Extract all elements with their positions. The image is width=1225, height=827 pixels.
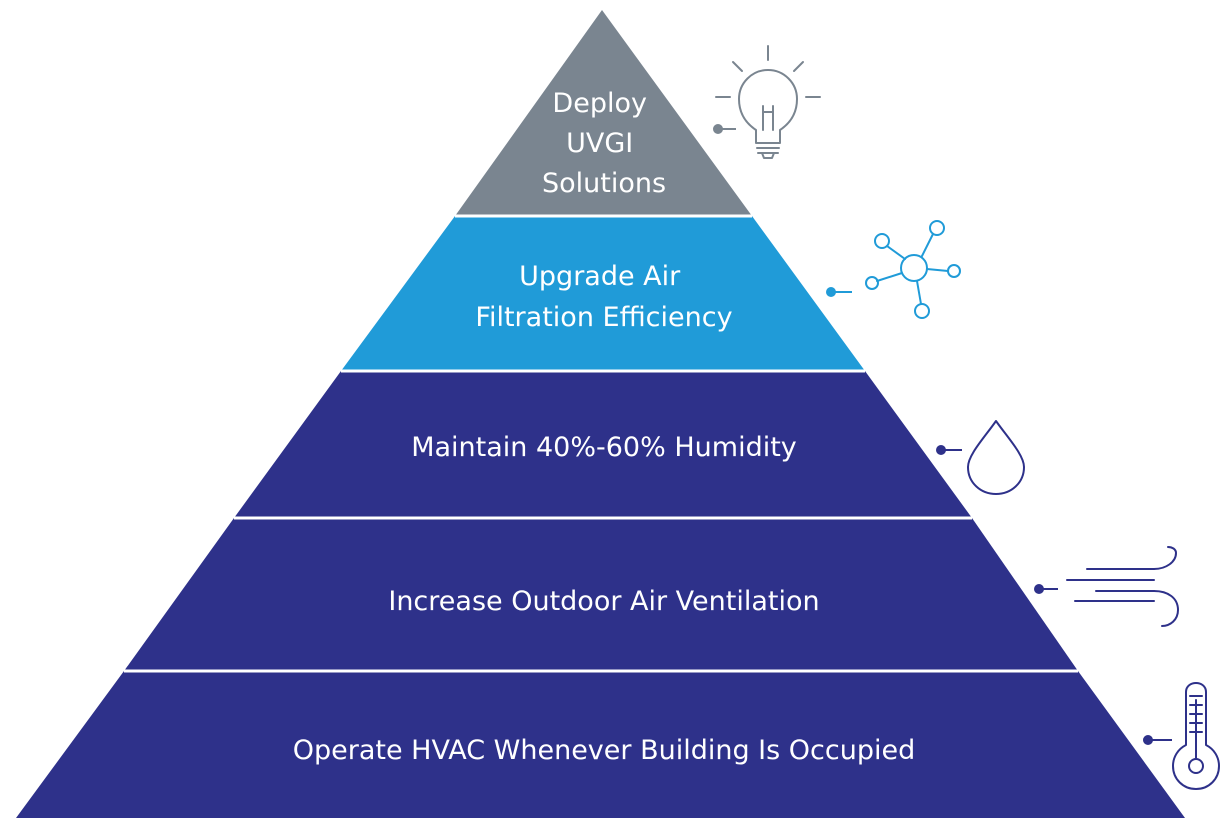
lightbulb-icon [715,45,821,159]
tier-2-line-2: Filtration Efficiency [475,302,732,333]
tier-4-label: Increase Outdoor Air Ventilation [388,586,819,617]
thermometer-icon [1172,682,1220,790]
tier-1-label: Deploy UVGI Solutions [542,88,666,199]
tier-3-connector [936,445,962,455]
tier-3-label: Maintain 40%-60% Humidity [411,432,797,463]
wind-icon [1066,546,1179,627]
tier-5-line-1: Operate HVAC Whenever Building Is Occupi… [293,735,916,766]
tier-4-shape [124,518,1078,671]
water-drop-icon [967,420,1025,495]
tier-labels: Deploy UVGI Solutions Upgrade Air Filtra… [293,88,916,766]
tier-2-line-1: Upgrade Air [519,261,681,292]
tier-5-label: Operate HVAC Whenever Building Is Occupi… [293,735,916,766]
tier-2-label: Upgrade Air Filtration Efficiency [475,261,732,333]
tier-2-connector [826,287,852,297]
tier-1-line-2: UVGI [566,128,633,159]
molecule-icon [865,220,961,319]
tier-1-line-3: Solutions [542,168,666,199]
tier-5-connector [1143,735,1172,745]
tier-1-connector [713,124,736,134]
connectors [713,124,1172,745]
tier-3-line-1: Maintain 40%-60% Humidity [411,432,797,463]
pyramid [16,10,1185,818]
tier-1-shape [455,10,752,216]
tier-4-connector [1034,584,1058,594]
tier-1-line-1: Deploy [552,88,647,119]
tier-4-line-1: Increase Outdoor Air Ventilation [388,586,819,617]
tier-2-shape [341,216,865,371]
tier-5-shape [16,671,1185,818]
tier-3-shape [234,371,972,518]
